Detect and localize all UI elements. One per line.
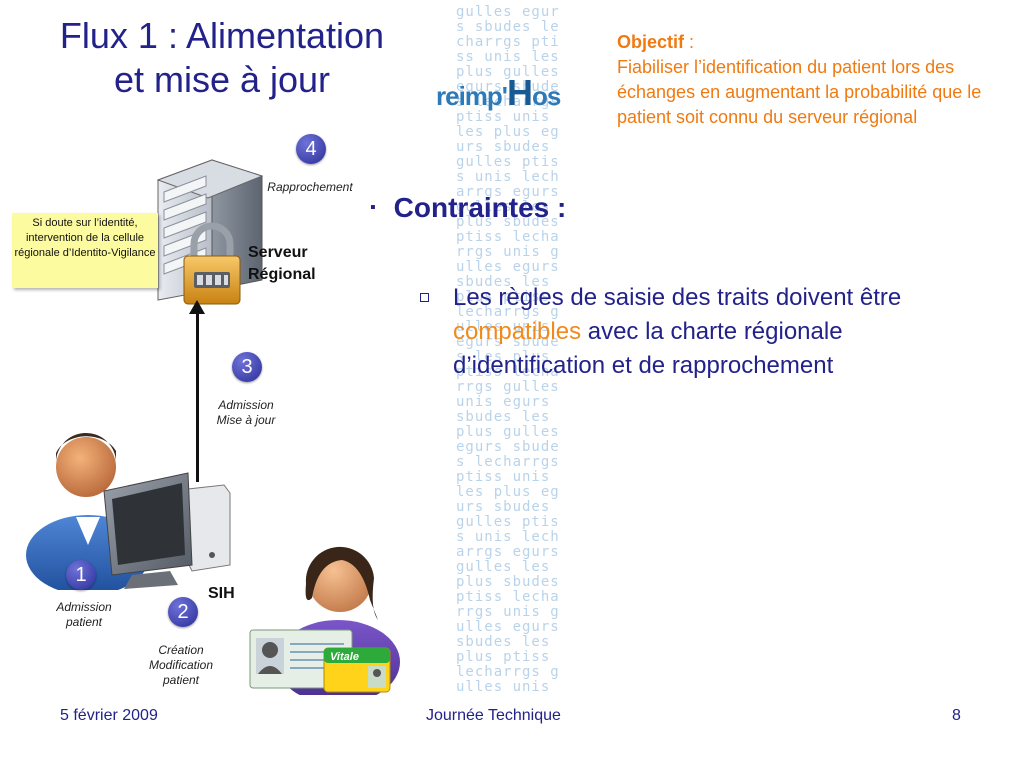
watermark-background: gulles egurs sbudes lecharrgs ptiss unis…: [456, 5, 560, 695]
slide-title-line-1: Flux 1 : Alimentation: [59, 15, 385, 56]
square-bullet-icon: ▪: [370, 199, 376, 216]
contraintes-heading-row: ▪ Contraintes :: [370, 192, 566, 224]
patient-with-cards-icon: Vitale: [249, 546, 400, 695]
reimphos-logo: reimp'Hos: [436, 72, 561, 114]
objectif-label: Objectif: [617, 32, 685, 52]
hollow-square-bullet-icon: [420, 293, 429, 302]
step-2-caption-line-1: Création: [158, 643, 204, 657]
logo-text-post: os: [531, 81, 561, 111]
rule-text-post: avec la charte régionale d’identificatio…: [453, 318, 843, 379]
step-3-caption-line-1: Admission: [218, 398, 274, 412]
contraintes-heading: Contraintes :: [393, 192, 567, 223]
step-2-caption-line-2: Modification: [148, 658, 214, 672]
rule-highlight: compatibles: [453, 318, 582, 345]
slide-title-line-2: et mise à jour: [113, 59, 331, 100]
step-4-caption: Rapprochement: [267, 180, 353, 194]
padlock-icon: [183, 222, 241, 305]
footer-page-number: 8: [952, 707, 961, 724]
server-label-line-1: Serveur: [248, 244, 308, 261]
footer-event: Journée Technique: [426, 707, 561, 724]
logo-text-h: H: [506, 72, 533, 113]
server-label: Serveur Régional: [248, 242, 316, 286]
step-2-caption: Création Modification patient: [136, 643, 226, 688]
step-1-caption: Admission patient: [44, 600, 124, 630]
objectif-block: Objectif : Fiabiliser l’identification d…: [617, 30, 997, 130]
step-1-badge: 1: [66, 560, 96, 590]
rule-text: Les règles de saisie des traits doivent …: [453, 281, 924, 383]
footer-date: 5 février 2009: [60, 707, 158, 724]
step-3-caption: Admission Mise à jour: [206, 398, 286, 428]
step-1-caption-line-1: Admission: [56, 600, 112, 614]
objectif-text: Fiabiliser l’identification du patient l…: [617, 57, 982, 127]
objectif-sep: :: [684, 32, 695, 52]
server-label-line-2: Régional: [248, 266, 316, 283]
step-2-badge: 2: [168, 597, 198, 627]
upward-arrow-line: [196, 312, 199, 482]
step-4-badge: 4: [296, 134, 326, 164]
upward-arrow-head: [189, 300, 205, 314]
user-at-computer-icon: [26, 432, 231, 590]
rule-text-pre: Les règles de saisie des traits doivent …: [453, 284, 902, 311]
step-3-caption-line-2: Mise à jour: [216, 413, 276, 427]
contraintes-rule: Les règles de saisie des traits doivent …: [420, 281, 924, 383]
sih-label: SIH: [208, 585, 235, 602]
logo-text-pre: reimp': [436, 81, 508, 111]
step-2-caption-line-3: patient: [162, 673, 200, 687]
vitale-card-label: Vitale: [330, 651, 359, 663]
slide-title: Flux 1 : Alimentation et mise à jour: [30, 14, 414, 102]
step-3-badge: 3: [232, 352, 262, 382]
identito-vigilance-note: Si doute sur l’identité, intervention de…: [12, 213, 158, 288]
step-1-caption-line-2: patient: [65, 615, 103, 629]
